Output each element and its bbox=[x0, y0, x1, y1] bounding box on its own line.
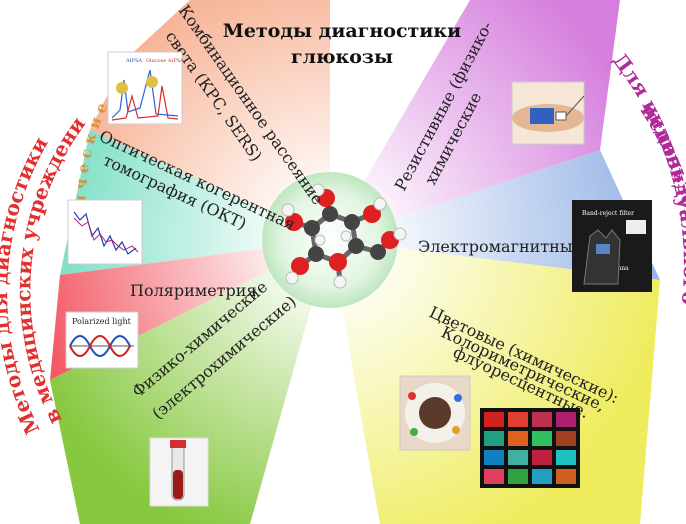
title-line-1: Методы диагностики bbox=[222, 20, 462, 42]
skin-sensor-image bbox=[511, 81, 585, 145]
svg-text:Band-reject filter: Band-reject filter bbox=[582, 210, 634, 217]
oct-graph-image bbox=[67, 199, 143, 265]
sector-electrochemical bbox=[50, 240, 330, 524]
colorimetric-plate-image bbox=[399, 375, 471, 451]
title-line-2: глюкозы bbox=[290, 46, 394, 68]
sector-resistive bbox=[330, 0, 620, 240]
svg-text:Glucose AIPSA: Glucose AIPSA bbox=[146, 58, 184, 64]
blood-tube-image bbox=[149, 437, 209, 507]
glove-antenna-image: Band-reject filter Slot antenna bbox=[572, 200, 652, 292]
polarized-light-image: Polarized light bbox=[65, 311, 139, 369]
fluorescent-grid-image bbox=[480, 408, 580, 488]
electromagnetic-label: Электромагнитные bbox=[418, 237, 582, 256]
polarimetry-label: Поляриметрия bbox=[130, 281, 257, 300]
svg-text:Polarized light: Polarized light bbox=[72, 317, 132, 326]
svg-text:AIPSA: AIPSA bbox=[125, 58, 142, 64]
diagram-title: Методы диагностики глюкозы bbox=[212, 18, 472, 70]
glucose-molecule-icon bbox=[281, 183, 407, 289]
raman-spectra-image: AIPSA Glucose AIPSA bbox=[107, 51, 184, 125]
